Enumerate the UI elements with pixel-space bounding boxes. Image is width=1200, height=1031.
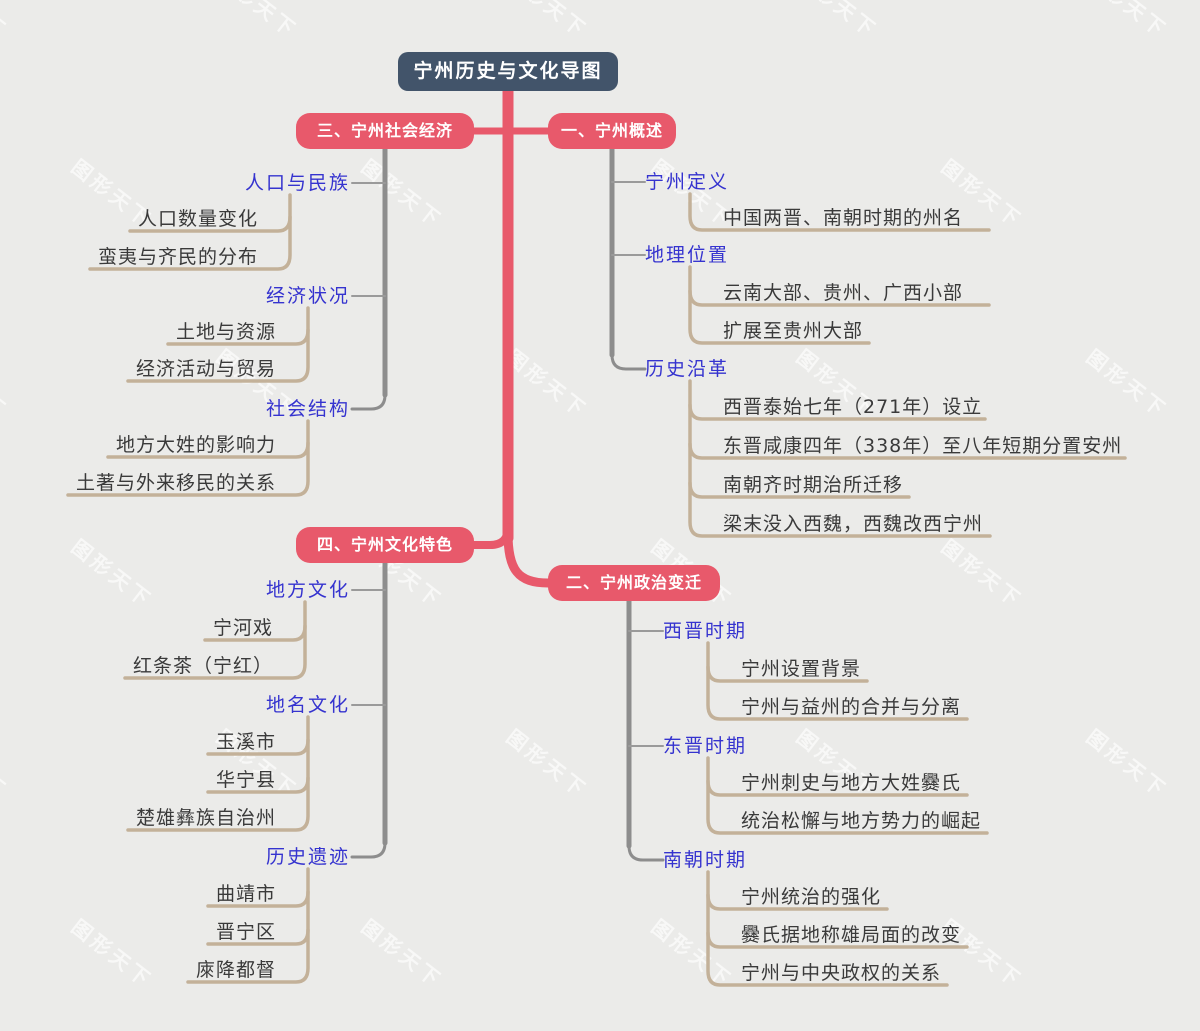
- topic-history-evolution[interactable]: 历史沿革: [645, 358, 730, 380]
- leaf-item[interactable]: 宁州刺史与地方大姓爨氏: [741, 772, 962, 794]
- branch-node-society-economy[interactable]: 三、宁州社会经济: [296, 113, 474, 149]
- leaf-item[interactable]: 华宁县: [215, 769, 276, 791]
- leaf-item[interactable]: 爨氏据地称雄局面的改变: [741, 924, 962, 946]
- branch-node-overview[interactable]: 一、宁州概述: [548, 113, 676, 149]
- leaf-item[interactable]: 红条茶（宁红）: [132, 655, 273, 677]
- leaf-item[interactable]: 宁州与中央政权的关系: [741, 962, 942, 984]
- branch-node-culture[interactable]: 四、宁州文化特色: [296, 527, 474, 563]
- topic-ningzhou-definition[interactable]: 宁州定义: [645, 171, 730, 193]
- leaf-item[interactable]: 南朝齐时期治所迁移: [723, 474, 904, 496]
- leaf-item[interactable]: 扩展至贵州大部: [723, 320, 864, 342]
- leaf-item[interactable]: 中国两晋、南朝时期的州名: [723, 207, 964, 229]
- topic-population-ethnicity[interactable]: 人口与民族: [244, 172, 350, 194]
- leaf-item[interactable]: 西晋泰始七年（271年）设立: [723, 396, 983, 418]
- leaf-item[interactable]: 统治松懈与地方势力的崛起: [741, 810, 982, 832]
- leaf-item[interactable]: 宁州设置背景: [741, 658, 862, 680]
- leaf-item[interactable]: 人口数量变化: [137, 208, 258, 230]
- branch-node-politics[interactable]: 二、宁州政治变迁: [548, 565, 720, 601]
- leaf-item[interactable]: 玉溪市: [215, 731, 276, 753]
- leaf-item[interactable]: 经济活动与贸易: [135, 358, 276, 380]
- topic-geography[interactable]: 地理位置: [645, 244, 730, 266]
- topic-western-jin[interactable]: 西晋时期: [663, 620, 748, 642]
- leaf-item[interactable]: 晋宁区: [215, 921, 276, 943]
- leaf-item[interactable]: 梁末没入西魏，西魏改西宁州: [723, 513, 984, 535]
- topic-placename-culture[interactable]: 地名文化: [265, 694, 350, 716]
- leaf-item[interactable]: 蛮夷与齐民的分布: [97, 246, 258, 268]
- leaf-item[interactable]: 云南大部、贵州、广西小部: [723, 282, 964, 304]
- topic-economic-condition[interactable]: 经济状况: [265, 285, 350, 307]
- leaf-item[interactable]: 东晋咸康四年（338年）至八年短期分置安州: [723, 435, 1123, 457]
- leaf-item[interactable]: 曲靖市: [215, 883, 276, 905]
- leaf-item[interactable]: 楚雄彝族自治州: [135, 807, 276, 829]
- root-node[interactable]: 宁州历史与文化导图: [398, 52, 618, 91]
- leaf-item[interactable]: 土地与资源: [175, 321, 276, 343]
- leaf-item[interactable]: 庲降都督: [195, 959, 276, 981]
- topic-eastern-jin[interactable]: 东晋时期: [663, 735, 748, 757]
- leaf-item[interactable]: 宁州与益州的合并与分离: [741, 696, 962, 718]
- topic-historic-sites[interactable]: 历史遗迹: [265, 846, 350, 868]
- topic-social-structure[interactable]: 社会结构: [265, 398, 350, 420]
- leaf-item[interactable]: 宁州统治的强化: [741, 886, 882, 908]
- topic-southern-dynasties[interactable]: 南朝时期: [663, 849, 748, 871]
- topic-local-culture[interactable]: 地方文化: [265, 579, 350, 601]
- leaf-item[interactable]: 地方大姓的影响力: [115, 434, 276, 456]
- leaf-item[interactable]: 土著与外来移民的关系: [75, 472, 276, 494]
- leaf-item[interactable]: 宁河戏: [212, 617, 273, 639]
